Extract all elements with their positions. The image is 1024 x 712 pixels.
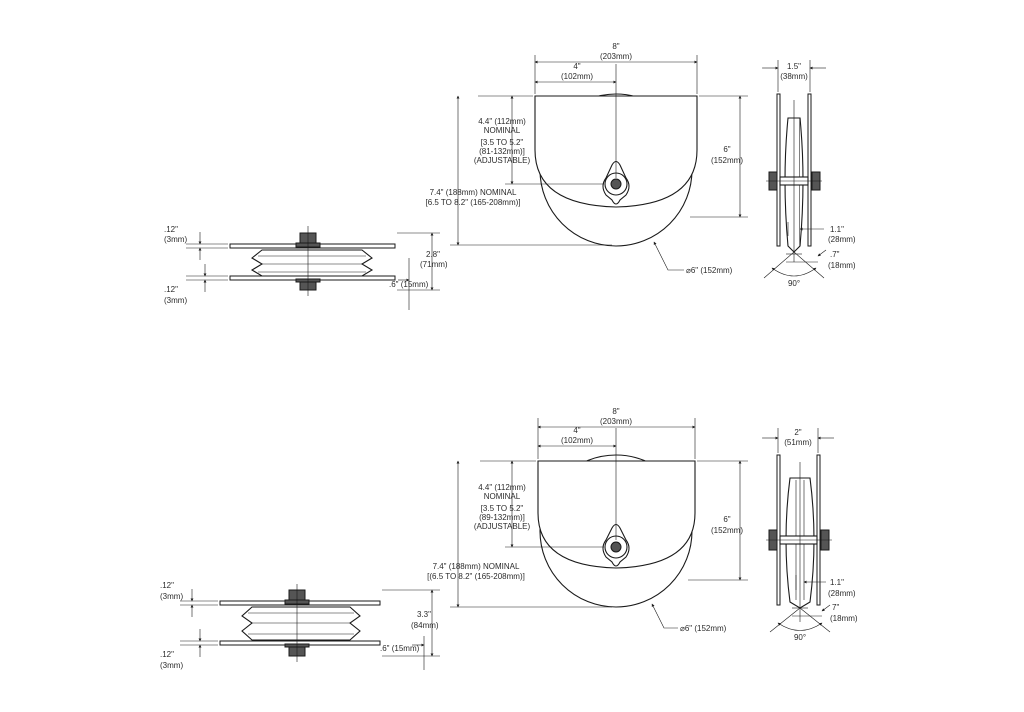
side-view-lower: 2" (51mm) 1.1" (28mm) 7" (18mm) 90° [762, 428, 858, 642]
front-view-upper: 8" (203mm) 4" (102mm) 6" (152mm) 4.4" (1… [425, 42, 748, 275]
height-mm: (152mm) [711, 156, 743, 165]
adjust-line-3: [3.5 TO 5.2" [481, 138, 524, 147]
depth-mm: (18mm) [830, 614, 858, 623]
bottom-plate-label: .12" [160, 650, 174, 659]
depth-mm: (18mm) [828, 261, 856, 270]
bottom-plate-mm: (3mm) [164, 296, 187, 305]
sheave [250, 249, 374, 277]
groove-label: 1.1" [830, 578, 844, 587]
width-mm: (203mm) [600, 417, 632, 426]
drawing-lower: .12" (3mm) .12" (3mm) 3.3" (84mm) .6" (1… [160, 407, 858, 670]
top-plate-label: .12" [164, 225, 178, 234]
plan-offset-label: .6" (15mm) [380, 644, 420, 653]
adjust-line-5: (ADJUSTABLE) [474, 522, 531, 531]
overall-line-2: [(6.5 TO 8.2" (165-208mm)] [427, 572, 525, 581]
side-plate-right [816, 454, 821, 606]
overall-line-1: 7.4" (188mm) NOMINAL [430, 188, 517, 197]
adjust-line-1: 4.4" (112mm) [478, 117, 526, 126]
height-mm: (152mm) [711, 526, 743, 535]
front-view-lower: 8" (203mm) 4" (102mm) 6" (152mm) 4.4" (1… [427, 407, 748, 633]
axle-bolt [610, 541, 622, 553]
overall-line-2: [6.5 TO 8.2" (165-208mm)] [425, 198, 520, 207]
adjust-line-4: (89-132mm)] [479, 513, 525, 522]
bottom-plate-mm: (3mm) [160, 661, 183, 670]
overall-line-1: 7.4" (188mm) NOMINAL [433, 562, 520, 571]
plan-view-lower: .12" (3mm) .12" (3mm) 3.3" (84mm) .6" (1… [160, 581, 440, 670]
top-plate-mm: (3mm) [160, 592, 183, 601]
side-width-mm: (38mm) [780, 72, 808, 81]
half-width-mm: (102mm) [561, 72, 593, 81]
plan-offset-label: .6" (15mm) [389, 280, 429, 289]
height-label: 6" [723, 515, 730, 524]
plan-height-label: 2.8" [426, 250, 440, 259]
adjust-line-2: NOMINAL [484, 492, 521, 501]
half-width-mm: (102mm) [561, 436, 593, 445]
adjust-line-5: (ADJUSTABLE) [474, 156, 531, 165]
side-width-mm: (51mm) [784, 438, 812, 447]
width-label: 8" [612, 42, 619, 51]
groove-mm: (28mm) [828, 235, 856, 244]
top-plate-label: .12" [160, 581, 174, 590]
bottom-plate-label: .12" [164, 285, 178, 294]
adjust-line-2: NOMINAL [484, 126, 521, 135]
side-plate-left [776, 93, 781, 247]
width-mm: (203mm) [600, 52, 632, 61]
wheel-diameter-label: ⌀6" (152mm) [686, 266, 733, 275]
height-label: 6" [723, 145, 730, 154]
side-plate-right [807, 93, 812, 247]
side-view-upper: 1.5" (38mm) 1.1" (28mm) .7" (18mm) 90° [762, 60, 856, 288]
angle-label: 90° [794, 633, 806, 642]
groove-mm: (28mm) [828, 589, 856, 598]
plan-height-label: 3.3" [417, 610, 431, 619]
top-plate-mm: (3mm) [164, 235, 187, 244]
axle-bolt [610, 178, 622, 190]
side-width-label: 1.5" [787, 62, 801, 71]
plan-height-mm: (71mm) [420, 260, 448, 269]
adjust-line-4: (81-132mm)] [479, 147, 525, 156]
half-width-label: 4" [573, 62, 580, 71]
plan-height-mm: (84mm) [411, 621, 439, 630]
plan-view-upper: .12" (3mm) .12" (3mm) 2.8" (71mm) .6" (1… [164, 225, 448, 310]
bracket-plate [537, 460, 696, 569]
half-width-label: 4" [573, 426, 580, 435]
depth-label: .7" [830, 250, 840, 259]
angle-label: 90° [788, 279, 800, 288]
groove-label: 1.1" [830, 225, 844, 234]
depth-label: 7" [832, 603, 839, 612]
drawing-upper: .12" (3mm) .12" (3mm) 2.8" (71mm) .6" (1… [164, 42, 856, 310]
width-label: 8" [612, 407, 619, 416]
side-width-label: 2" [794, 428, 801, 437]
adjust-line-1: 4.4" (112mm) [478, 483, 526, 492]
wheel-diameter-label: ⌀6" (152mm) [680, 624, 727, 633]
sheave [241, 606, 361, 641]
adjust-line-3: [3.5 TO 5.2" [481, 504, 524, 513]
